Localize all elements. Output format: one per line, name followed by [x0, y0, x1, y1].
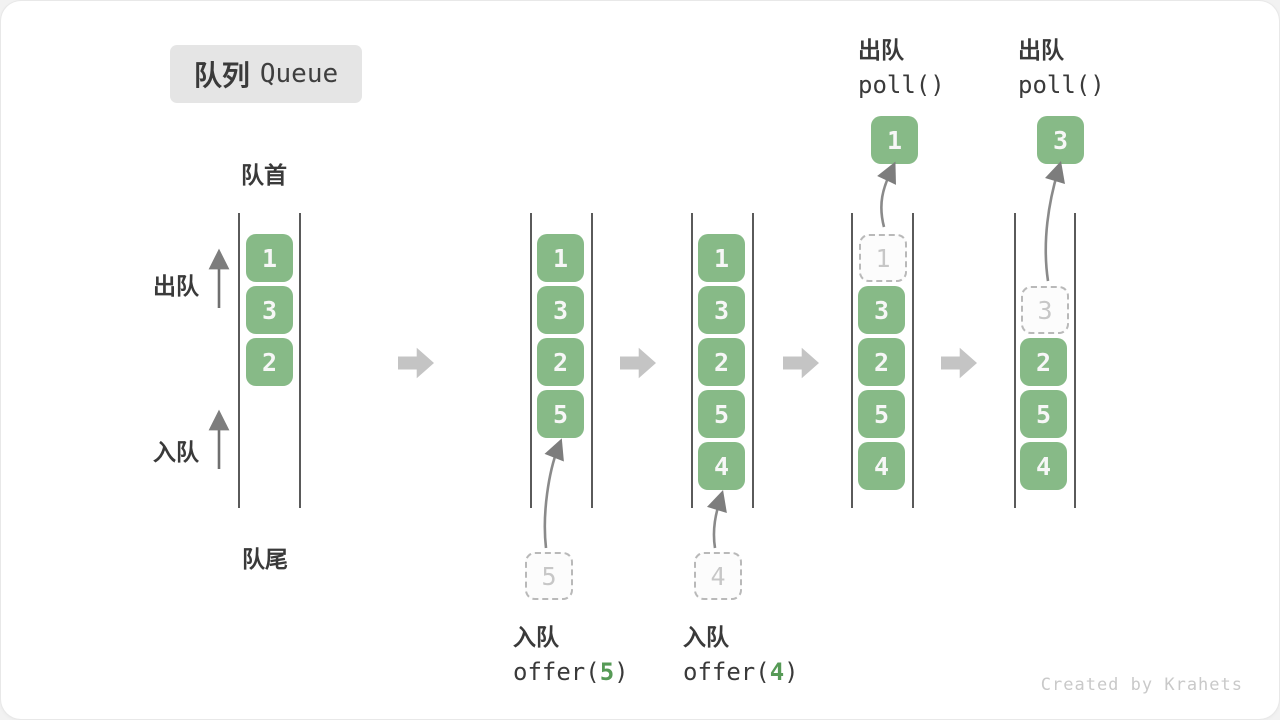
queue-wall-right [591, 213, 593, 508]
queue-item: 1 [246, 234, 293, 282]
queue-wall-left [1014, 213, 1016, 508]
queue-item: 5 [698, 390, 745, 438]
poll2-arrow-icon [1044, 161, 1065, 282]
label-dequeue: 出队 [153, 273, 199, 299]
op-action: 入队 [683, 624, 729, 650]
queue-item: 5 [858, 390, 905, 438]
next-state-arrow-icon [941, 347, 977, 379]
op-code: offer(4) [683, 658, 799, 686]
queue-item: 3 [537, 286, 584, 334]
polled-item: 3 [1037, 116, 1084, 164]
queue-item: 2 [537, 338, 584, 386]
op-enqueue-5: 入队 offer(5) [513, 618, 629, 686]
op-action: 出队 [858, 37, 904, 63]
queue-wall-left [238, 213, 240, 508]
queue-item: 3 [698, 286, 745, 334]
queue-item: 5 [537, 390, 584, 438]
title-zh: 队列 [193, 60, 250, 91]
queue-wall-left [691, 213, 693, 508]
queue-wall-left [851, 213, 853, 508]
title-en: Queue [259, 59, 339, 89]
op-action: 入队 [513, 624, 559, 650]
label-enqueue: 入队 [153, 439, 199, 465]
op-enqueue-4: 入队 offer(4) [683, 618, 799, 686]
next-state-arrow-icon [783, 347, 819, 379]
queue-item: 3 [858, 286, 905, 334]
queue-item: 2 [246, 338, 293, 386]
queue-item: 4 [698, 442, 745, 490]
queue-item: 5 [1020, 390, 1067, 438]
pending-item: 5 [525, 552, 573, 600]
ghost-item: 3 [1021, 286, 1069, 334]
op-poll-1: 出队 poll() [858, 31, 945, 99]
queue-item: 2 [858, 338, 905, 386]
ghost-item: 1 [859, 234, 907, 282]
diagram-title: 队列 Queue [170, 45, 362, 103]
pending-item: 4 [694, 552, 742, 600]
queue-wall-right [752, 213, 754, 508]
queue-wall-right [299, 213, 301, 508]
label-queue-rear: 队尾 [242, 546, 288, 572]
queue-item: 4 [1020, 442, 1067, 490]
queue-item: 2 [698, 338, 745, 386]
queue-wall-right [1074, 213, 1076, 508]
offer5-arrow-icon [543, 438, 564, 549]
offer4-arrow-icon [707, 490, 727, 549]
op-action: 出队 [1018, 37, 1064, 63]
watermark: Created by Krahets [1040, 675, 1243, 695]
op-poll-2: 出队 poll() [1018, 31, 1105, 99]
polled-item: 1 [871, 116, 918, 164]
op-code: poll() [1018, 71, 1105, 99]
queue-item: 1 [698, 234, 745, 282]
next-state-arrow-icon [398, 347, 434, 379]
queue-wall-right [912, 213, 914, 508]
label-queue-front: 队首 [241, 162, 287, 188]
op-code: poll() [858, 71, 945, 99]
queue-item: 3 [246, 286, 293, 334]
poll1-arrow-icon [877, 161, 896, 228]
queue-wall-left [530, 213, 532, 508]
next-state-arrow-icon [620, 347, 656, 379]
queue-item: 1 [537, 234, 584, 282]
queue-item: 2 [1020, 338, 1067, 386]
queue-item: 4 [858, 442, 905, 490]
op-code: offer(5) [513, 658, 629, 686]
